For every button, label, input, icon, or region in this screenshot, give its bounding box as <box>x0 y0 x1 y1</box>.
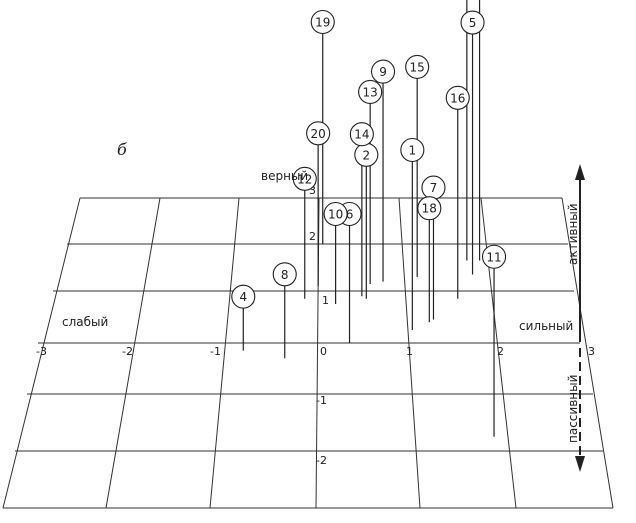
x-tick-label: 1 <box>406 345 413 358</box>
point-label-16: 16 <box>450 91 465 105</box>
y-tick-label: 3 <box>309 184 316 197</box>
grid-column-line <box>105 197 161 509</box>
x-tick-label: 3 <box>588 345 595 358</box>
point-label-18: 18 <box>422 202 437 216</box>
point-marker-7: 7 <box>421 175 446 200</box>
point-label-4: 4 <box>239 290 247 304</box>
x-tick-label: 2 <box>497 345 504 358</box>
point-marker-20: 20 <box>306 121 331 146</box>
label-weak: слабый <box>62 315 108 329</box>
point-label-2: 2 <box>362 148 370 162</box>
label-true: верный <box>261 169 308 183</box>
stems <box>242 0 495 437</box>
active-arrow <box>575 164 585 342</box>
point-label-8: 8 <box>281 268 289 282</box>
point-marker-8: 8 <box>272 262 297 287</box>
x-tick-label: -1 <box>210 345 221 358</box>
grid-column-line <box>561 197 614 509</box>
point-marker-2: 2 <box>354 142 379 167</box>
point-marker-10: 10 <box>323 201 348 227</box>
label-active: активный <box>566 203 580 265</box>
point-label-5: 5 <box>469 16 477 30</box>
grid-column-line <box>2 197 81 509</box>
point-marker-15: 15 <box>405 54 430 79</box>
label-strong: сильный <box>519 319 573 333</box>
point-label-12: 12 <box>297 172 312 186</box>
panel-letter: б <box>117 140 127 159</box>
x-tick-label: 0 <box>320 345 327 358</box>
point-marker-14: 14 <box>349 122 374 147</box>
x-tick-label: -3 <box>36 345 47 358</box>
point-label-11: 11 <box>486 250 501 264</box>
point-marker-19: 19 <box>310 9 335 35</box>
point-marker-5: 5 <box>460 10 485 35</box>
point-label-7: 7 <box>430 181 438 195</box>
point-marker-1: 1 <box>400 137 425 163</box>
point-marker-11: 11 <box>481 244 507 269</box>
point-label-13: 13 <box>363 85 378 99</box>
point-label-6: 6 <box>346 208 354 222</box>
point-label-19: 19 <box>315 16 330 30</box>
point-label-20: 20 <box>311 127 326 141</box>
point-markers: 1234567891011121314151617181920 <box>231 9 507 309</box>
point-marker-16: 16 <box>445 85 470 110</box>
point-marker-18: 18 <box>417 196 442 221</box>
y-tick-label: 2 <box>309 230 316 243</box>
point-label-1: 1 <box>409 144 417 158</box>
point-marker-9: 9 <box>370 59 396 84</box>
grid-column-line <box>398 197 421 509</box>
point-label-9: 9 <box>379 65 387 79</box>
grid <box>2 197 614 509</box>
point-label-14: 14 <box>354 128 369 142</box>
y-tick-label: -1 <box>316 394 327 407</box>
point-marker-13: 13 <box>358 79 383 104</box>
point-label-10: 10 <box>328 208 343 222</box>
point-label-15: 15 <box>410 60 425 74</box>
point-marker-12: 12 <box>292 166 317 191</box>
axis-ticks: -3 -2 -1 0 1 2 3 3 2 1 -1 -2 <box>36 184 595 467</box>
label-passive: пассивный <box>566 375 580 443</box>
x-tick-label: -2 <box>122 345 133 358</box>
grid-column-line <box>209 197 240 509</box>
y-tick-label: 1 <box>322 294 329 307</box>
passive-arrow <box>575 348 585 472</box>
point-marker-4: 4 <box>231 284 256 309</box>
y-tick-label: -2 <box>316 454 327 467</box>
